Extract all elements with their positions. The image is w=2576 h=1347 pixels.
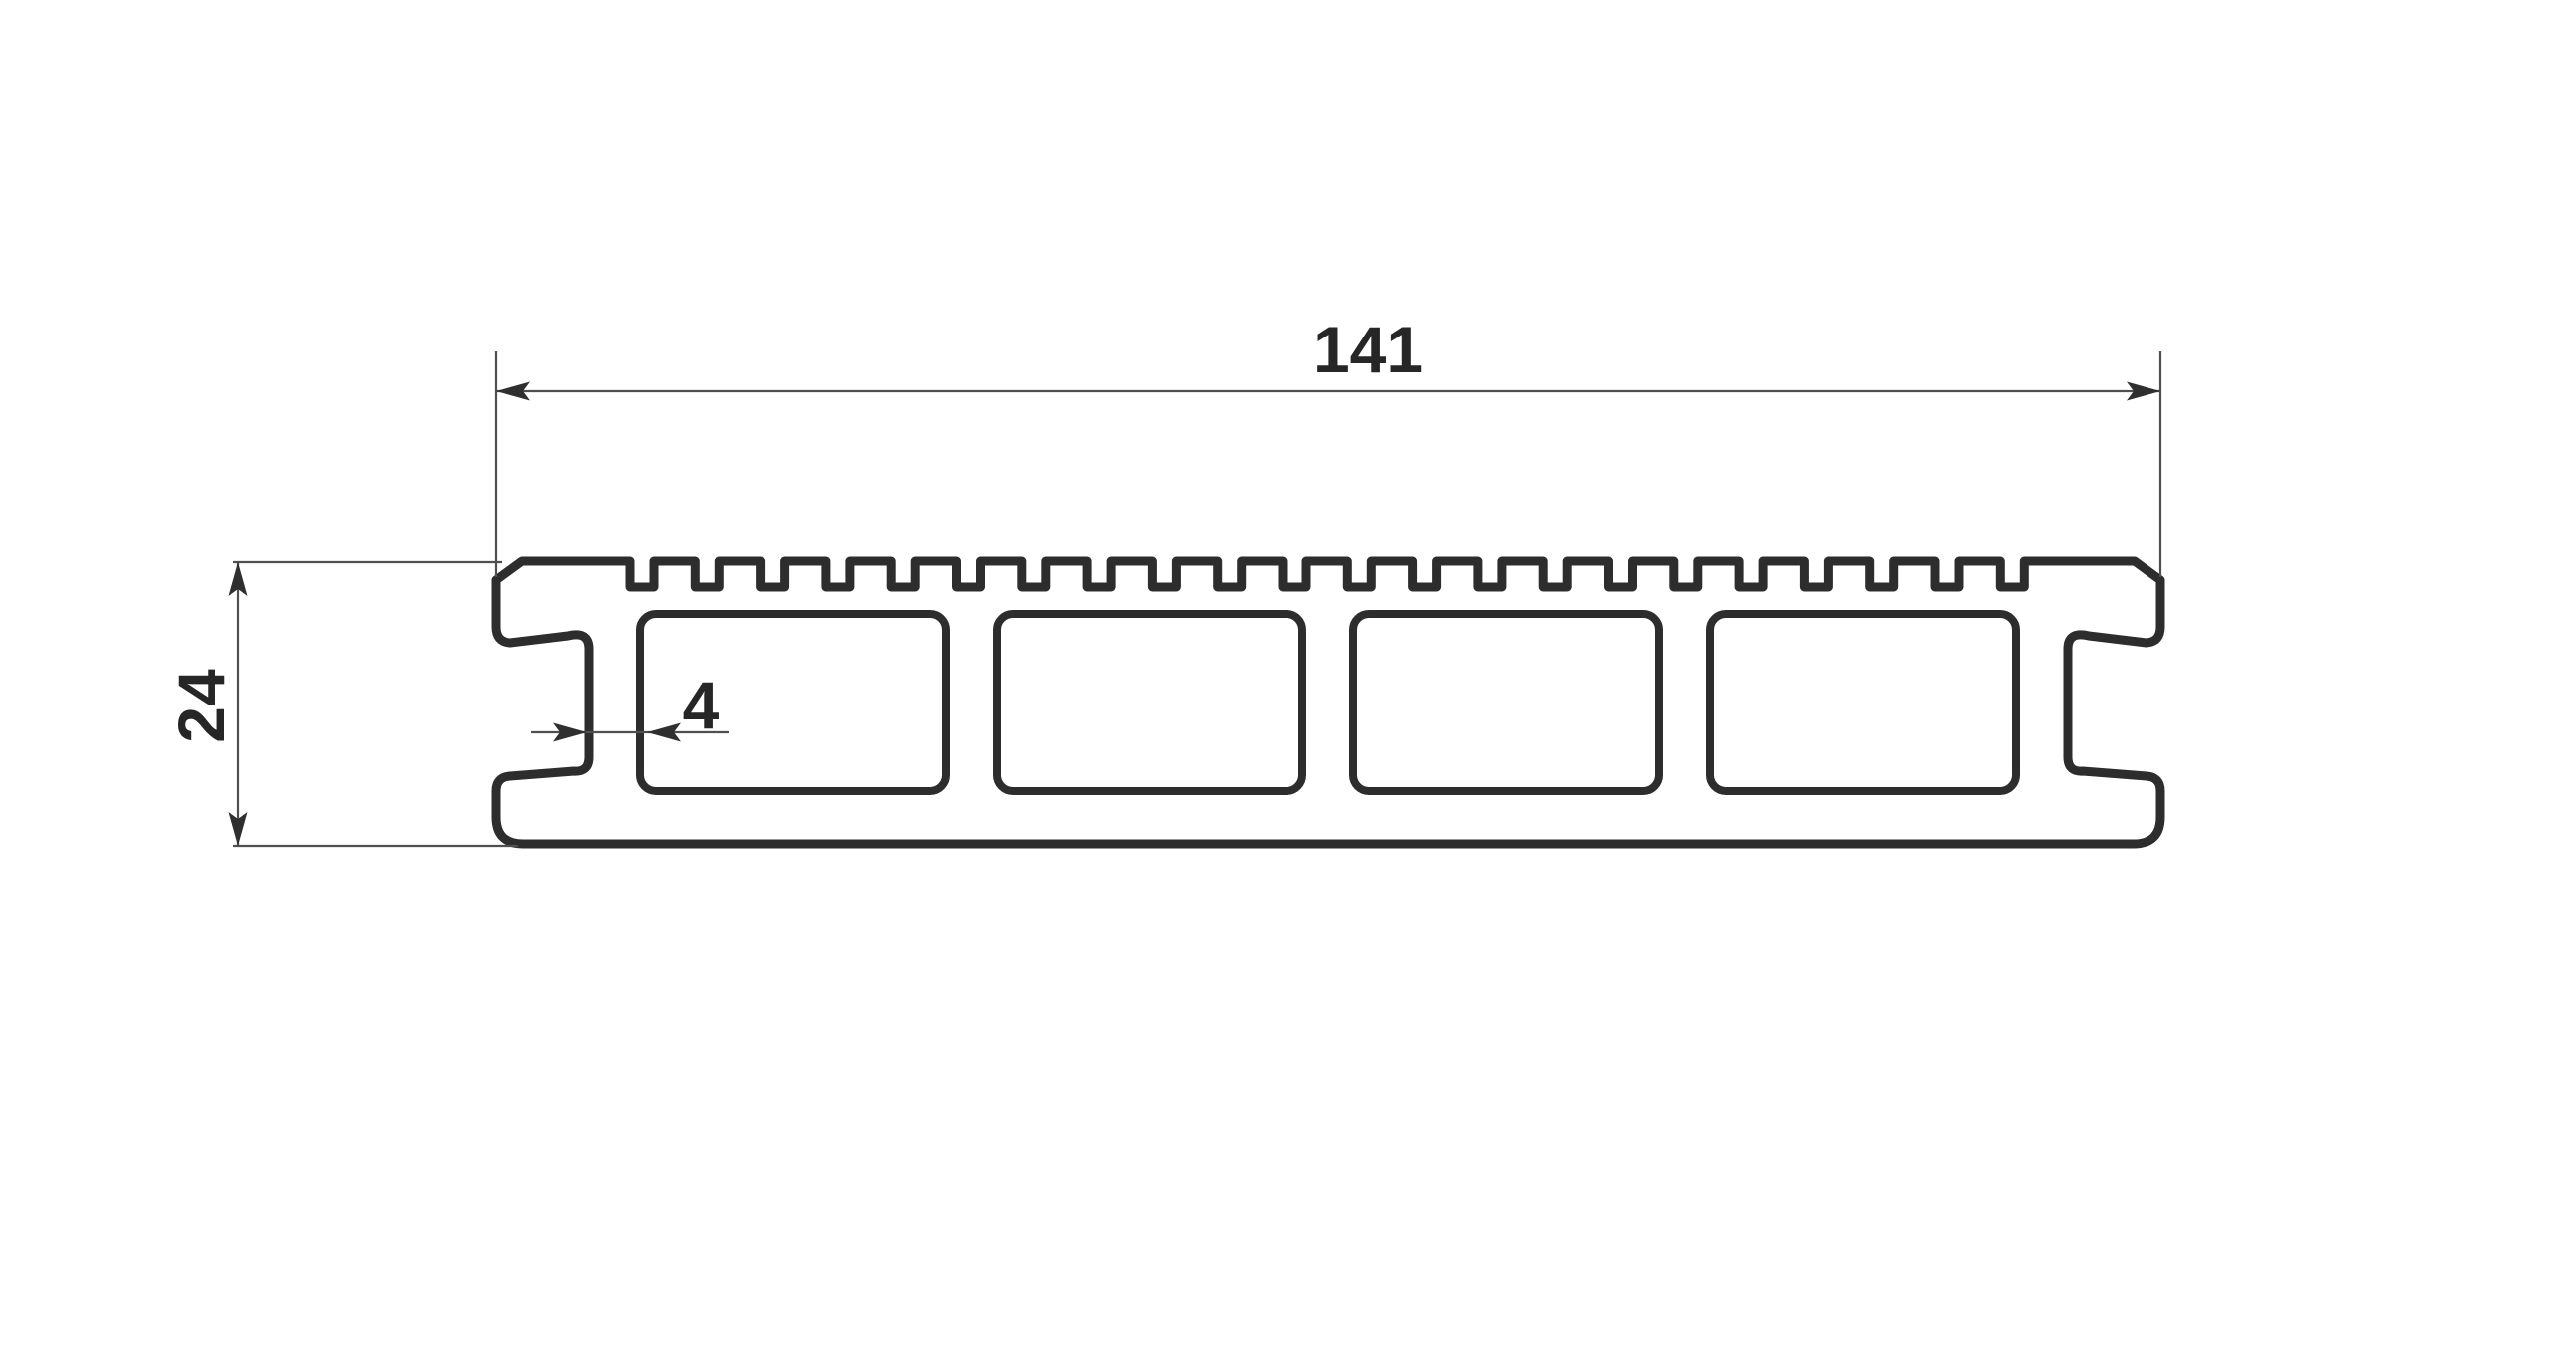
dimension-wall-thickness: 4 [531, 668, 729, 742]
hollow-chamber [636, 610, 950, 795]
height-dimension-label: 24 [164, 669, 238, 743]
hollow-chamber [1706, 610, 2020, 795]
hollow-chambers [636, 610, 2020, 795]
dimension-height: 24 [164, 560, 518, 848]
width-dimension-label: 141 [1313, 313, 1423, 386]
hollow-chamber [993, 610, 1306, 795]
hollow-chamber [1349, 610, 1663, 795]
wall-thickness-label: 4 [683, 668, 720, 742]
board-profile [491, 556, 2165, 849]
dimension-width: 141 [494, 313, 2162, 577]
